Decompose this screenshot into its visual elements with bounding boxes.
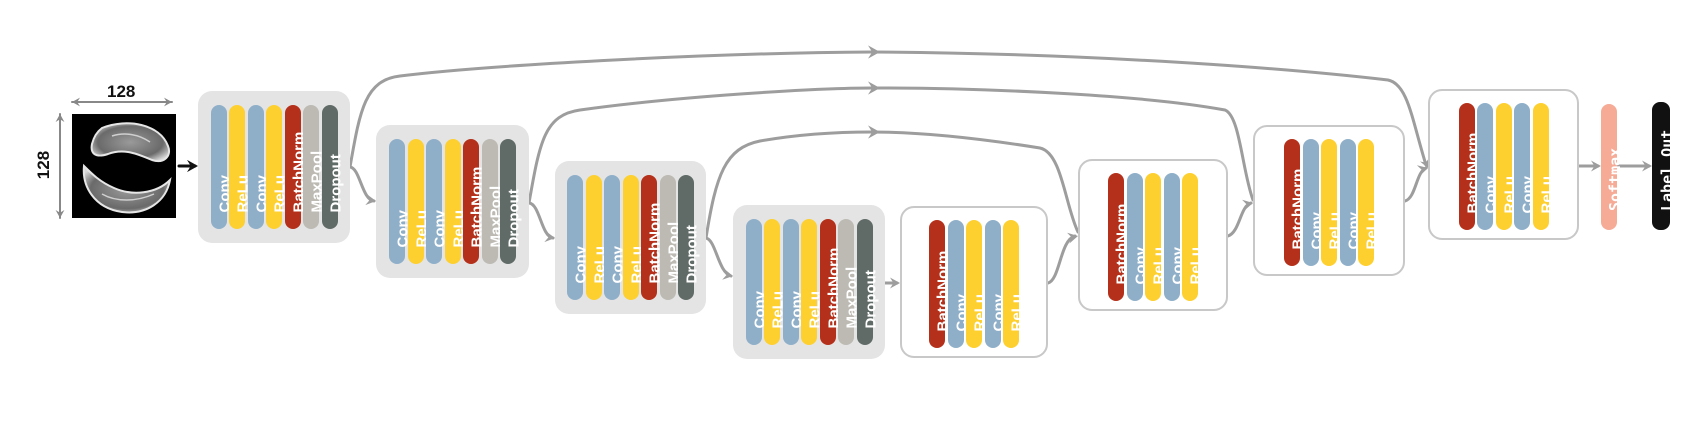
layer-conv: Conv <box>1126 173 1149 301</box>
layer-label: Dropout <box>327 154 344 213</box>
width-dim-head-right <box>164 97 172 107</box>
layer-relu: ReLu <box>266 105 289 229</box>
layer-batchnorm: BatchNorm <box>1284 139 1307 266</box>
skip-end-head-1 <box>1420 157 1430 168</box>
layer-conv: Conv <box>247 105 270 229</box>
flow-arrow-5 <box>1046 234 1077 285</box>
layer-relu: ReLu <box>1182 173 1205 301</box>
flow-arrow-2 <box>527 201 555 240</box>
label-out-label: Label Out <box>1658 129 1676 211</box>
layer-relu: ReLu <box>622 175 645 300</box>
layer-label: ReLu <box>1538 176 1555 214</box>
layer-relu: ReLu <box>1321 139 1344 266</box>
flow-arrow-1 <box>348 165 376 203</box>
layer-label: ReLu <box>1187 247 1205 285</box>
skip-connection-3 <box>704 130 1080 240</box>
flow-arrowhead-7 <box>1416 165 1428 176</box>
flow-arrowhead-4 <box>890 277 900 289</box>
layer-batchnorm: BatchNorm <box>929 220 952 348</box>
layer-batchnorm: BatchNorm <box>1458 103 1481 230</box>
flow-arrowhead-2 <box>544 231 555 243</box>
layer-relu: ReLu <box>1358 139 1381 266</box>
layer-relu: ReLu <box>764 219 787 345</box>
flow-arrowhead-8 <box>1591 160 1601 172</box>
layer-conv: Conv <box>567 175 590 300</box>
layer-conv: Conv <box>947 220 970 348</box>
width-dim-head-left <box>72 97 80 107</box>
layer-dropout: Dropout <box>856 219 879 345</box>
layer-conv: Conv <box>604 175 627 300</box>
softmax-label: Softmax <box>1606 147 1624 211</box>
layer-label: ReLu <box>1363 212 1381 250</box>
layer-conv: Conv <box>210 105 233 229</box>
layer-relu: ReLu <box>1495 103 1518 230</box>
skip-arrowhead-1 <box>868 45 880 59</box>
flow-arrowhead-6 <box>1242 199 1253 211</box>
flow-arrowhead-1 <box>365 194 376 206</box>
layer-conv: Conv <box>1302 139 1325 266</box>
layer-batchnorm: BatchNorm <box>641 175 664 300</box>
height-dim-head-top <box>55 114 65 122</box>
layer-relu: ReLu <box>585 175 608 300</box>
layer-conv: Conv <box>389 139 412 264</box>
layer-label: Dropout <box>505 189 523 248</box>
softmax-layer: Softmax <box>1601 104 1624 230</box>
layer-relu: ReLu <box>966 220 989 348</box>
flow-arrowhead-3 <box>722 268 733 280</box>
layer-label: ReLu <box>1008 294 1026 332</box>
layer-relu: ReLu <box>444 139 467 264</box>
layer-dropout: Dropout <box>321 105 344 229</box>
layer-maxpool: MaxPool <box>303 105 326 229</box>
input-width-label: 128 <box>107 82 136 101</box>
height-dim-head-bottom <box>55 210 65 218</box>
layer-relu: ReLu <box>407 139 430 264</box>
layer-label: Dropout <box>683 225 701 284</box>
layer-conv: Conv <box>745 219 768 345</box>
layer-relu: ReLu <box>1145 173 1168 301</box>
layer-conv: Conv <box>1477 103 1500 230</box>
layer-relu: ReLu <box>801 219 824 345</box>
layer-maxpool: MaxPool <box>481 139 504 264</box>
skip-connection-2 <box>527 86 1255 205</box>
input-arrow-head <box>187 159 198 173</box>
layer-relu: ReLu <box>229 105 252 229</box>
skip-arrowhead-2 <box>868 81 880 95</box>
flow-arrow-6 <box>1226 201 1253 238</box>
layer-maxpool: MaxPool <box>659 175 682 300</box>
input-height-label: 128 <box>34 150 54 180</box>
layer-conv: Conv <box>984 220 1007 348</box>
layer-conv: Conv <box>1163 173 1186 301</box>
layer-batchnorm: BatchNorm <box>463 139 486 264</box>
layer-conv: Conv <box>1339 139 1362 266</box>
mri-scan-image <box>72 114 176 218</box>
layer-batchnorm: BatchNorm <box>819 219 842 345</box>
layer-relu: ReLu <box>1003 220 1026 348</box>
layer-batchnorm: BatchNorm <box>284 105 307 229</box>
layer-relu: ReLu <box>1532 103 1555 230</box>
skip-connection-1 <box>348 50 1428 169</box>
skip-arrowhead-3 <box>868 125 880 139</box>
layer-conv: Conv <box>782 219 805 345</box>
flow-arrowhead-5 <box>1067 232 1078 244</box>
flow-arrowhead-9 <box>1642 160 1652 172</box>
label-out-layer: Label Out <box>1652 102 1676 230</box>
layer-batchnorm: BatchNorm <box>1108 173 1131 301</box>
layer-conv: Conv <box>1514 103 1537 230</box>
layer-dropout: Dropout <box>678 175 701 300</box>
layer-conv: Conv <box>426 139 449 264</box>
layer-label: Dropout <box>862 270 879 329</box>
layer-maxpool: MaxPool <box>838 219 861 345</box>
layer-dropout: Dropout <box>500 139 523 264</box>
flow-arrow-3 <box>704 236 733 278</box>
